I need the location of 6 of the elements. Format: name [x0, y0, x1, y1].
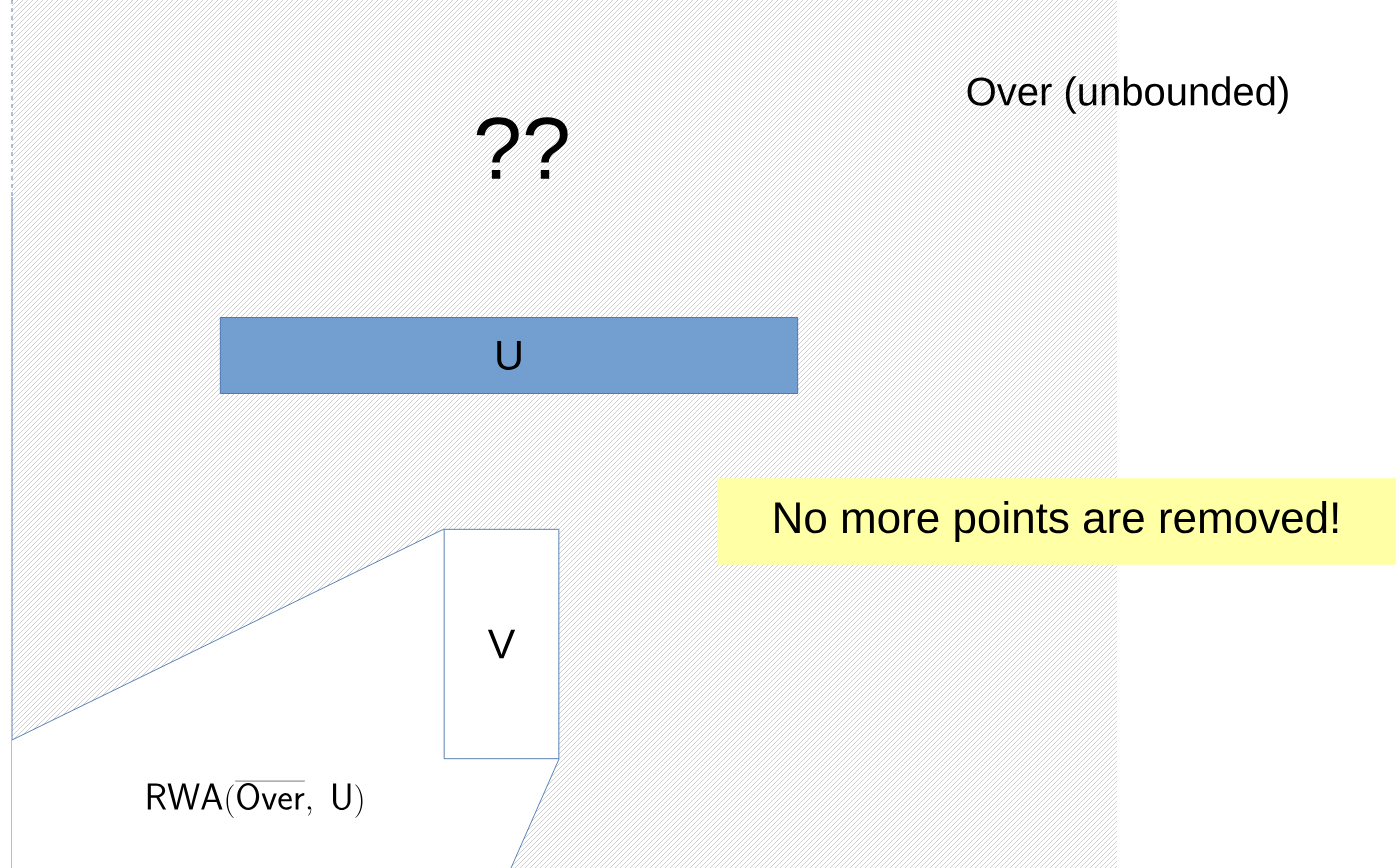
- region-label: Over (unbounded): [967, 76, 1288, 114]
- node-label: $\mathsf{RWA}(\overline{\mathsf{Over}},\ \mathsf{U})$: [147, 781, 363, 818]
- process-box: V: [443, 528, 560, 760]
- process-box: U: [219, 317, 799, 394]
- question-marks: ??: [476, 117, 568, 179]
- note-box: No more points are removed!: [717, 478, 1396, 565]
